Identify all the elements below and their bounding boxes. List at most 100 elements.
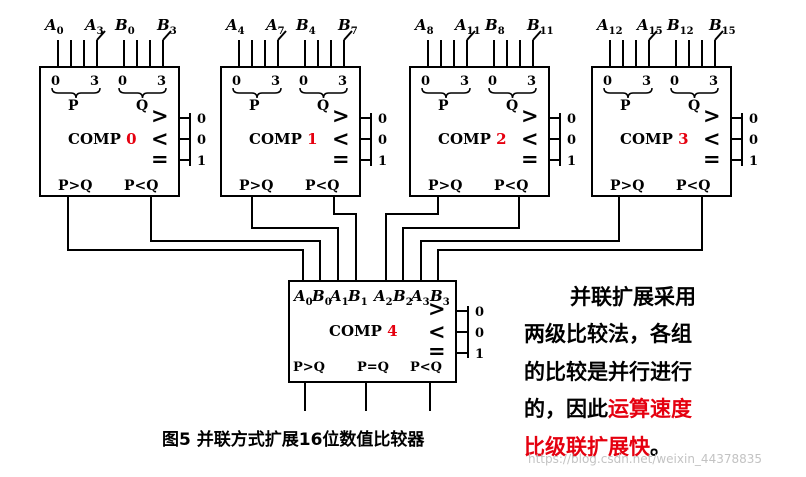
final-input-label: A0 [292,287,313,308]
connection-wire [420,196,620,281]
input-label-a-last: A7 [264,16,285,37]
watermark: https://blog.csdn.net/weixin_44378835 [528,452,763,466]
output-lt-label: P<Q [494,178,528,194]
comparator-body [39,66,180,197]
connection-wires [67,196,703,281]
p-range-end: 3 [460,74,469,89]
explanation-line-4-highlight: 运算速度 [608,397,692,422]
output-gt-label: P>Q [239,178,273,194]
q-range-end: 3 [527,74,536,89]
brace-icon [232,87,282,99]
q-range-end: 3 [709,74,718,89]
comp-title: COMP 1 [249,130,318,148]
gt-input-value: 0 [378,112,387,127]
figure-caption: 图5 并联方式扩展16位数值比较器 [162,430,425,450]
output-lt-label: P<Q [676,178,710,194]
explanation-text: 并联扩展采用 两级比较法，各组 的比较是并行进行 的，因此运算速度 比级联扩展快… [524,279,794,466]
p-range-end: 3 [90,74,99,89]
lt-input-value: 0 [567,133,576,148]
input-pin-lead [532,30,542,41]
input-pin-lead [648,30,658,41]
comp-title: COMP 3 [620,130,689,148]
p-label: P [620,98,631,114]
input-pin-lead [277,30,287,41]
final-input-label: B3 [429,287,450,308]
connection-wire [150,196,321,281]
q-label: Q [317,98,329,114]
final-lt-input-value: 0 [475,326,484,341]
brace-icon [670,87,719,99]
brace-icon [488,87,537,99]
q-label: Q [506,98,518,114]
lt-symbol: < [521,126,539,151]
input-pin-lead [466,30,476,41]
gt-input-value: 0 [567,112,576,127]
output-gt-label: P>Q [58,178,92,194]
explanation-line-3: 的比较是并行进行 [524,359,692,384]
gt-symbol: > [703,103,721,128]
comparator-body [591,66,732,197]
comp-title: COMP 2 [438,130,507,148]
input-label-b-first: B12 [666,16,694,37]
p-range-start: 0 [51,74,60,89]
gt-symbol: > [151,103,169,128]
connection-wire [437,196,703,281]
brace-icon [603,87,653,99]
q-range-end: 3 [157,74,166,89]
gt-symbol: > [332,103,350,128]
final-eq-symbol: = [428,338,446,363]
final-comp-title: COMP 4 [329,322,398,340]
eq-input-value: 1 [749,154,758,169]
input-label-b-last: B15 [708,16,736,37]
explanation-line-5: 比级联扩展快。 [524,429,794,466]
q-range-start: 0 [670,74,679,89]
brace-icon [299,87,348,99]
lt-symbol: < [151,126,169,151]
input-label-b-first: B4 [295,16,316,37]
lt-symbol: < [332,126,350,151]
final-input-label: B2 [392,287,413,308]
q-label: Q [688,98,700,114]
p-range-start: 0 [232,74,241,89]
final-input-label: A1 [328,287,349,308]
final-input-label: A3 [409,287,430,308]
brace-icon [118,87,167,99]
p-label: P [438,98,449,114]
input-label-a-first: A12 [595,16,623,37]
input-pin-lead [714,30,724,41]
final-input-label: B1 [347,287,368,308]
input-label-a-last: A11 [453,16,481,37]
q-label: Q [136,98,148,114]
final-input-label: B0 [311,287,332,308]
connection-wire [402,196,520,281]
explanation-line-5-end: 。 [650,434,671,459]
final-gt-input-value: 0 [475,305,484,320]
final-gt-symbol: > [428,296,446,321]
output-lt-label: P<Q [124,178,158,194]
p-label: P [249,98,260,114]
input-label-b-first: B0 [114,16,135,37]
input-label-b-first: B8 [484,16,505,37]
input-label-a-first: A0 [43,16,64,37]
explanation-line-4-plain: 的，因此 [524,397,608,422]
comp-title: COMP 0 [68,130,137,148]
final-input-label: A2 [372,287,393,308]
eq-symbol: = [151,146,169,171]
output-gt-label: P>Q [610,178,644,194]
input-label-a-last: A15 [635,16,663,37]
explanation-line-2: 两级比较法，各组 [524,322,692,347]
explanation-line-5-highlight: 比级联扩展快 [524,434,650,459]
connection-wire [333,196,357,281]
brace-icon [51,87,101,99]
eq-input-value: 1 [567,154,576,169]
explanation-line-4: 的，因此运算速度 [524,391,794,428]
connection-wire [385,196,439,281]
comparator-body [409,66,550,197]
q-range-end: 3 [338,74,347,89]
